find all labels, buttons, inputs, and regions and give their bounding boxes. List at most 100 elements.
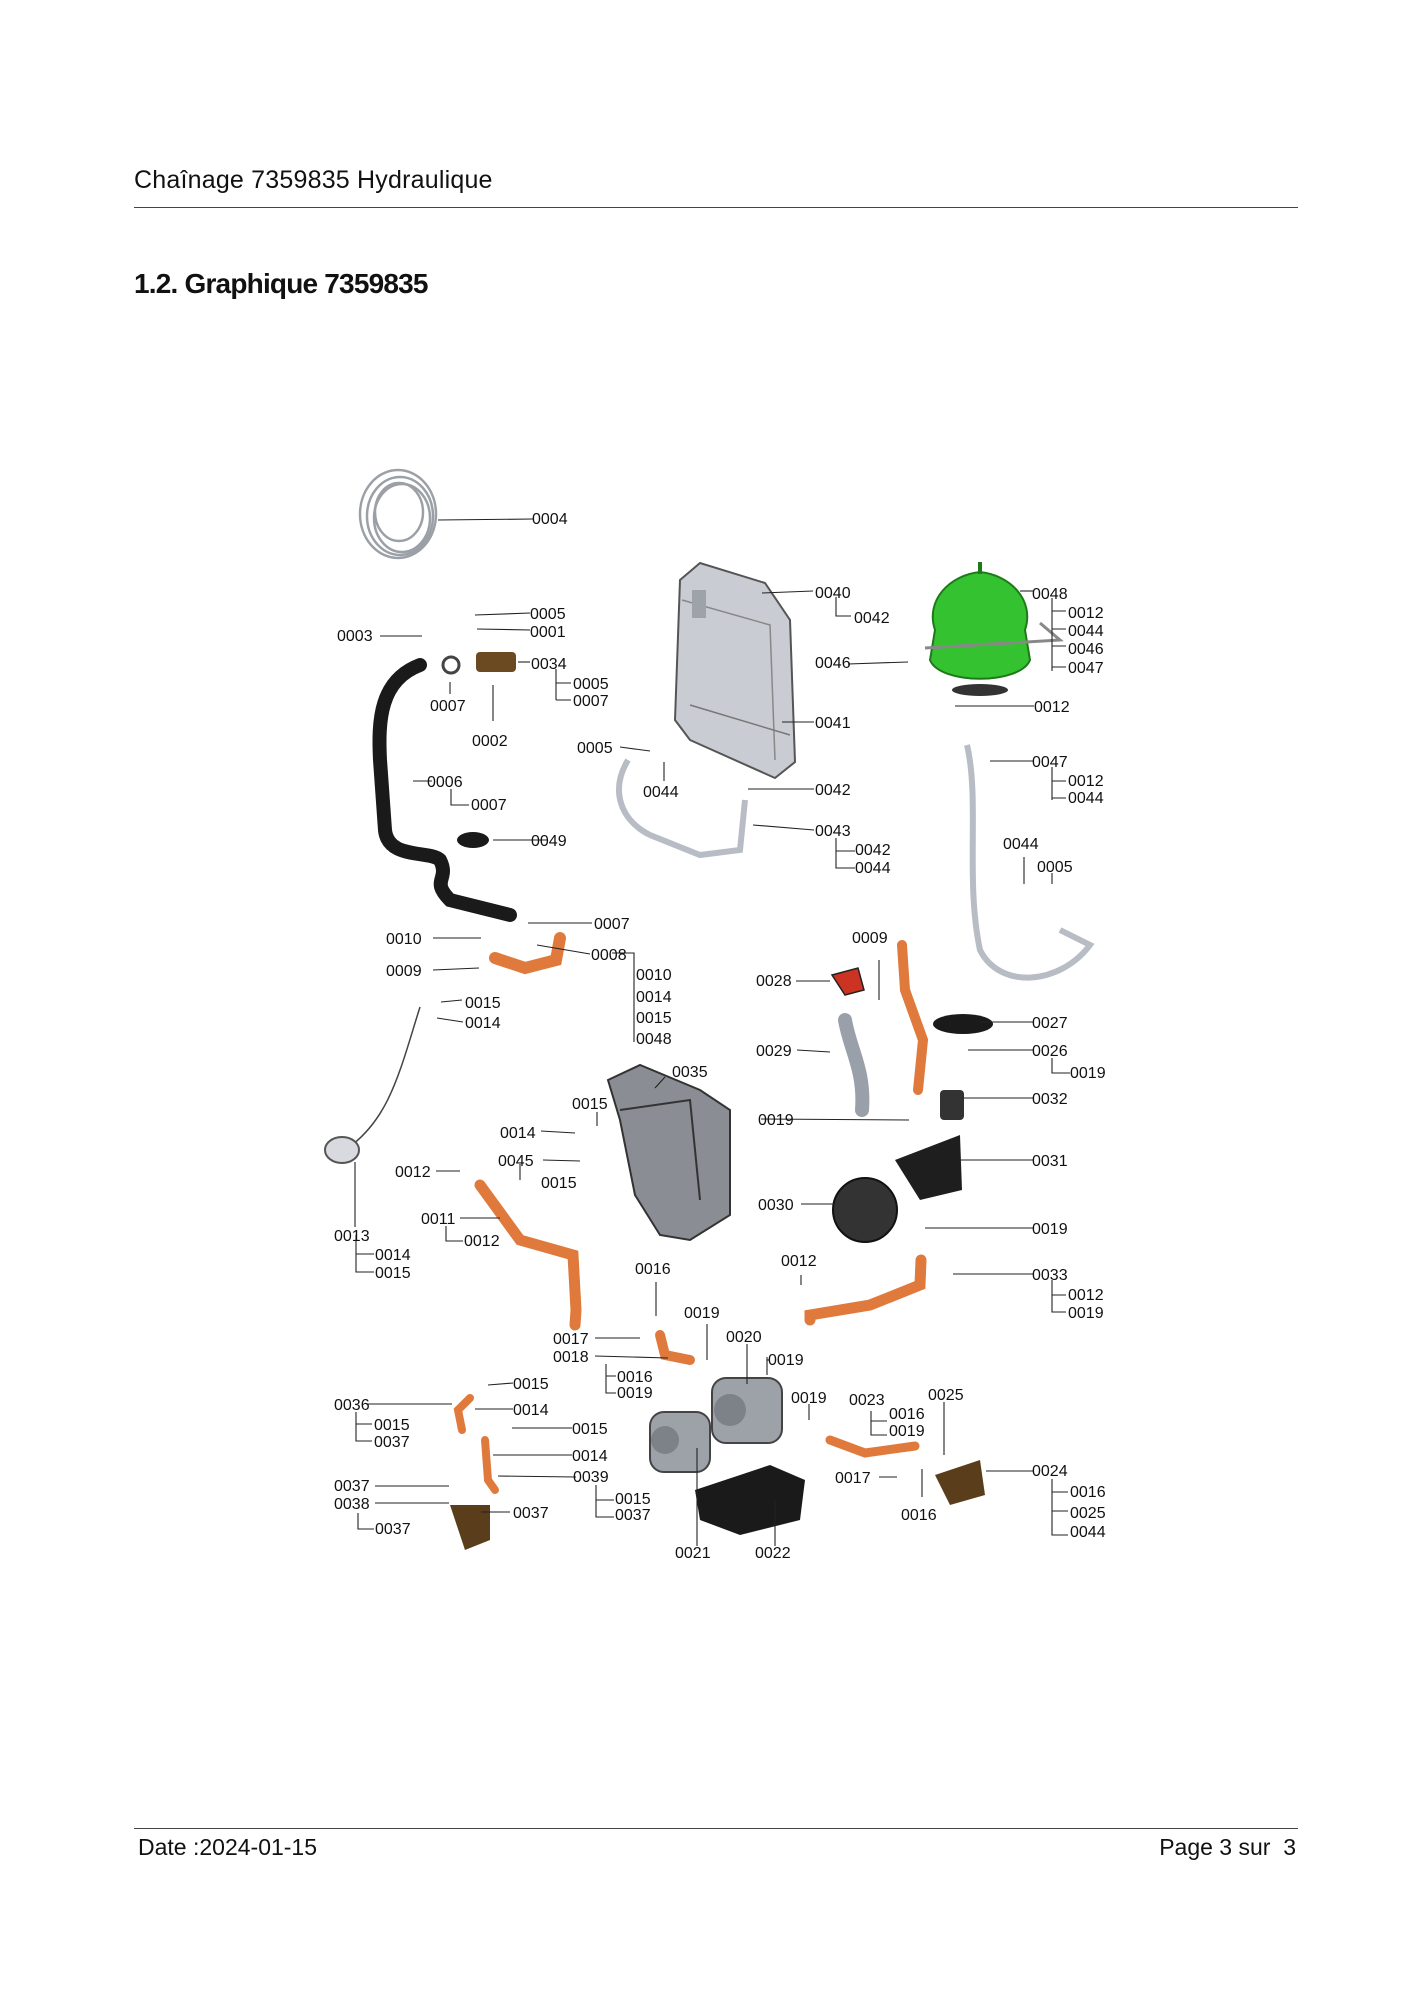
- callout-0037: 0037: [374, 1434, 410, 1451]
- callout-0047: 0047: [1068, 660, 1104, 677]
- callout-0037: 0037: [334, 1478, 370, 1495]
- callout-0007: 0007: [430, 698, 466, 715]
- part-0040-expansion-tank: [673, 561, 797, 780]
- part-0021-circulator: [649, 1411, 711, 1473]
- document-header-title: Chaînage 7359835 Hydraulique: [134, 166, 493, 194]
- callout-0044: 0044: [643, 784, 679, 801]
- callout-0048: 0048: [1032, 586, 1068, 603]
- callout-0009: 0009: [852, 930, 888, 947]
- callout-0047: 0047: [1032, 754, 1068, 771]
- callout-0005: 0005: [1037, 859, 1073, 876]
- callout-0015: 0015: [375, 1265, 411, 1282]
- callout-0027: 0027: [1032, 1015, 1068, 1032]
- callout-0037: 0037: [513, 1505, 549, 1522]
- callout-0002: 0002: [472, 733, 508, 750]
- callout-0042: 0042: [855, 842, 891, 859]
- callout-0048: 0048: [636, 1031, 672, 1048]
- footer-date: Date :2024-01-15: [138, 1834, 318, 1860]
- callout-0016: 0016: [901, 1507, 937, 1524]
- callout-0044: 0044: [1070, 1524, 1106, 1541]
- callout-0044: 0044: [1068, 623, 1104, 640]
- callout-0014: 0014: [572, 1448, 608, 1465]
- footer-page-number: Page 3 sur 3: [1159, 1834, 1296, 1860]
- callout-0012: 0012: [1068, 605, 1104, 622]
- callout-0015: 0015: [465, 995, 501, 1012]
- callout-0016: 0016: [889, 1406, 925, 1423]
- callout-0044: 0044: [1003, 836, 1039, 853]
- callout-0019: 0019: [791, 1390, 827, 1407]
- callout-0019: 0019: [889, 1423, 925, 1440]
- section-title: 1.2. Graphique 7359835: [134, 268, 428, 299]
- part-0048-expansion-vessel: [924, 562, 1064, 696]
- part-0049-gasket: [457, 832, 489, 848]
- callout-0012: 0012: [395, 1164, 431, 1181]
- callout-0042: 0042: [854, 610, 890, 627]
- callout-0011: 0011: [421, 1211, 456, 1228]
- callout-0030: 0030: [758, 1197, 794, 1214]
- callout-0012: 0012: [1068, 773, 1104, 790]
- part-0033-copper-pipe: [804, 1254, 927, 1326]
- callout-0014: 0014: [513, 1402, 549, 1419]
- part-0028-0029-drain: [830, 967, 870, 1117]
- callout-0025: 0025: [928, 1387, 964, 1404]
- callout-0032: 0032: [1032, 1091, 1068, 1108]
- callout-0015: 0015: [615, 1491, 651, 1508]
- callout-0038: 0038: [334, 1496, 370, 1513]
- callout-0016: 0016: [617, 1369, 653, 1386]
- callout-0024: 0024: [1032, 1463, 1068, 1480]
- callout-0044: 0044: [855, 860, 891, 877]
- header-divider: [134, 207, 1298, 208]
- callout-0015: 0015: [513, 1376, 549, 1393]
- callout-0025: 0025: [1070, 1505, 1106, 1522]
- part-0023-copper-pipe: [825, 1435, 920, 1458]
- part-0008-copper-pipe: [489, 932, 566, 975]
- callout-0005: 0005: [573, 676, 609, 693]
- callout-0008: 0008: [591, 947, 627, 964]
- callout-0012: 0012: [1034, 699, 1070, 716]
- part-0020-circulator: [711, 1377, 783, 1444]
- callout-0016: 0016: [635, 1261, 671, 1278]
- callout-0004: 0004: [532, 511, 568, 528]
- part-0027-gasket: [933, 1014, 993, 1034]
- callout-0019: 0019: [1068, 1305, 1104, 1322]
- callout-0014: 0014: [375, 1247, 411, 1264]
- callout-0037: 0037: [375, 1521, 411, 1538]
- callout-0049: 0049: [531, 833, 567, 850]
- part-0047-steel-pipe: [964, 744, 1095, 981]
- callout-0045: 0045: [498, 1153, 534, 1170]
- callout-0046: 0046: [1068, 641, 1104, 658]
- callout-0013: 0013: [334, 1228, 370, 1245]
- callout-0018: 0018: [553, 1349, 589, 1366]
- callout-0003: 0003: [337, 628, 373, 645]
- callout-0001: 0001: [530, 624, 566, 641]
- callout-0029: 0029: [756, 1043, 792, 1060]
- callout-0031: 0031: [1032, 1153, 1068, 1170]
- callout-0010: 0010: [636, 967, 672, 984]
- part-0032-fitting: [940, 1090, 964, 1120]
- callout-0017: 0017: [553, 1331, 589, 1348]
- callout-0006: 0006: [427, 774, 463, 791]
- callout-0015: 0015: [541, 1175, 577, 1192]
- part-0026-copper-pipe: [897, 940, 929, 1095]
- callout-labels: 0004 0040 0042 0048 0012 0044 0046 0047 …: [334, 511, 1106, 1562]
- callout-0007: 0007: [573, 693, 609, 710]
- callout-0037: 0037: [615, 1507, 651, 1524]
- callout-0042: 0042: [815, 782, 851, 799]
- part-0031-pump-housing: [895, 1135, 962, 1200]
- callout-0017: 0017: [835, 1470, 871, 1487]
- callout-0034: 0034: [531, 656, 567, 673]
- callout-0046: 0046: [815, 655, 851, 672]
- part-0024-valve: [935, 1460, 985, 1505]
- callout-0015: 0015: [572, 1096, 608, 1113]
- callout-0021: 0021: [675, 1545, 711, 1562]
- leader-lines: [354, 518, 1070, 1546]
- part-0017-copper-elbow: [655, 1330, 695, 1365]
- callout-0015: 0015: [374, 1417, 410, 1434]
- footer-divider: [134, 1828, 1298, 1829]
- callout-0019: 0019: [1032, 1221, 1068, 1238]
- callout-0019: 0019: [758, 1112, 794, 1129]
- callout-0026: 0026: [1032, 1043, 1068, 1060]
- part-0043-steel-pipe: [616, 758, 748, 859]
- part-0013-gauge: [324, 1006, 421, 1164]
- callout-0007: 0007: [471, 797, 507, 814]
